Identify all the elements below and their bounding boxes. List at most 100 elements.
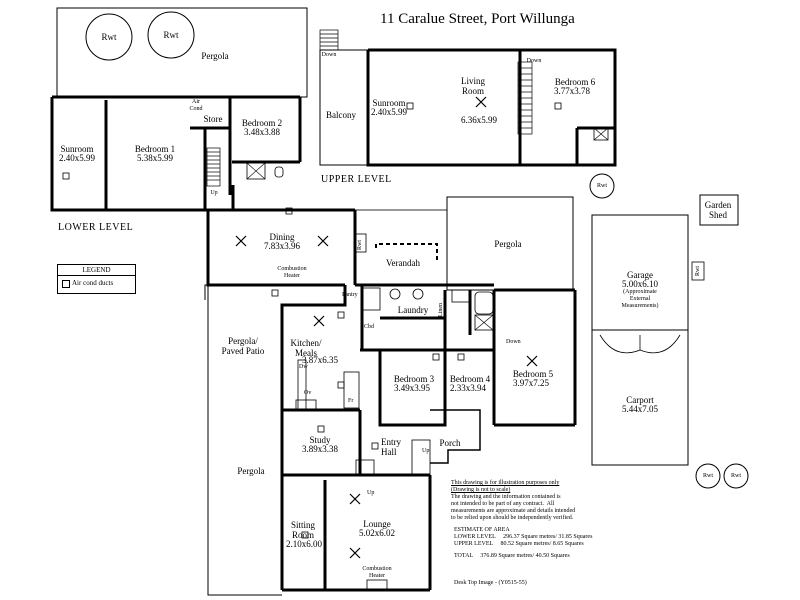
stairs-lower — [206, 147, 221, 187]
laundry-label: Laundry — [397, 305, 429, 315]
porch-label: Porch — [439, 438, 461, 448]
combustion-heater-label: Combustion Heater — [362, 566, 392, 579]
entry-hall-label: Entry Hall — [381, 437, 401, 457]
fan-icon — [349, 547, 361, 559]
store-label: Store — [203, 114, 223, 124]
air-cond-duct-icon — [301, 531, 309, 539]
pergola-patio-label: Pergola/ Paved Patio — [221, 336, 265, 356]
down-label: Down — [321, 52, 337, 58]
bedroom6-name: Bedroom 6 — [554, 77, 596, 87]
rwt-label: Rwt — [163, 30, 179, 40]
up-label: Up — [422, 448, 430, 454]
area-row-value: 296.37 Square metres/ 31.85 Squares — [503, 534, 593, 540]
area-heading: ESTIMATE OF AREA — [454, 527, 510, 533]
garage-name: Garage — [627, 270, 653, 280]
bedroom6-size: 3.77x3.78 — [554, 86, 590, 96]
area-row-label: TOTAL — [454, 553, 473, 559]
disclaimer-note: The drawing and the information containe… — [451, 494, 576, 521]
sitting-room-name: Sitting Room — [290, 520, 316, 540]
legend-divider — [58, 275, 135, 276]
wall-bedroom1-block — [50, 97, 208, 212]
bedroom1-name: Bedroom 1 — [134, 144, 176, 154]
air-cond-duct-icon — [554, 102, 562, 110]
rwt-tank-2 — [147, 11, 195, 59]
living-room-name: Living Room — [461, 76, 485, 96]
area-row-label: LOWER LEVEL — [454, 534, 496, 540]
sunroom-upper-name: Sunroom — [372, 98, 406, 108]
air-cond-duct-icon — [337, 381, 345, 389]
lounge-size: 5.02x6.02 — [359, 528, 395, 538]
up-label: Up — [367, 490, 375, 496]
air-cond-duct-icon — [406, 102, 414, 110]
garden-shed-label: Garden Shed — [704, 200, 732, 220]
footer-note: Desk Top Image - (Y0515-55) — [454, 580, 527, 586]
bedroom4-size: 2.33x3.94 — [450, 383, 486, 393]
bedroom3-size: 3.49x3.95 — [394, 383, 430, 393]
rwt-label: Rwt — [730, 473, 742, 479]
study-name: Study — [309, 435, 331, 445]
bedroom5-size: 3.97x7.25 — [513, 378, 549, 388]
sitting-room-size: 2.10x6.00 — [286, 539, 322, 549]
lower-level-label: LOWER LEVEL — [58, 222, 134, 233]
air-cond-duct-icon — [432, 353, 440, 361]
stairs-living — [517, 61, 533, 135]
legend-title: LEGEND — [82, 266, 111, 274]
carport-name: Carport — [626, 395, 654, 405]
garden-shed — [699, 194, 739, 226]
stairs-balcony — [319, 29, 339, 51]
pantry-label: Pantry — [342, 292, 358, 298]
upper-level-label: UPPER LEVEL — [321, 174, 392, 185]
rwt-label: Rwt — [695, 265, 701, 276]
fan-icon — [317, 235, 329, 247]
air-cond-duct-icon — [457, 353, 465, 361]
dining-name: Dining — [269, 232, 295, 242]
bedroom3-name: Bedroom 3 — [393, 374, 435, 384]
balcony — [319, 49, 369, 166]
air-cond-duct-icon — [62, 172, 70, 180]
sunroom-lower-name: Sunroom — [60, 144, 94, 154]
air-cond-duct-icon — [371, 442, 379, 450]
area-row-total: TOTAL 376.89 Square metres/ 40.50 Square… — [454, 553, 570, 560]
air-cond-duct-icon — [62, 280, 70, 288]
pergola-left-label: Pergola — [237, 466, 265, 476]
rwt-label: Rwt — [702, 473, 714, 479]
rwt-label: Rwt — [101, 32, 117, 42]
area-row-value: 80.52 Square metres/ 8.65 Squares — [500, 541, 584, 547]
bedroom2-size: 3.48x3.88 — [244, 127, 280, 137]
garage-note: (Approximate External Measurements) — [621, 289, 659, 309]
carport-size: 5.44x7.05 — [622, 404, 658, 414]
rwt-label: Rwt — [596, 183, 608, 189]
rwt-tank-1 — [85, 13, 133, 61]
bedroom2-name: Bedroom 2 — [241, 118, 283, 128]
fan-icon — [349, 493, 361, 505]
ov-label: Ov — [304, 390, 312, 396]
bedroom5-name: Bedroom 5 — [512, 369, 554, 379]
dining-size: 7.83x3.96 — [264, 241, 300, 251]
kitchen-name: Kitchen/ Meals — [290, 338, 322, 358]
air-cond-duct-icon — [271, 289, 279, 297]
pergola-mid — [446, 196, 574, 291]
kitchen-size: 3.87x6.35 — [302, 355, 338, 365]
verandah-label: Verandah — [386, 258, 420, 268]
down-label: Down — [506, 339, 521, 345]
outer-pergola-top — [56, 7, 308, 98]
lounge-name: Lounge — [363, 519, 391, 529]
legend-item: Air cond ducts — [72, 279, 114, 287]
study-size: 3.89x3.38 — [302, 444, 338, 454]
pergola-top-label: Pergola — [201, 51, 229, 61]
sunroom-upper-size: 2.40x5.99 — [371, 107, 407, 117]
up-label: Up — [210, 190, 218, 196]
bedroom1-size: 5.38x5.99 — [137, 153, 173, 163]
area-row-upper: UPPER LEVEL 80.52 Square metres/ 8.65 Sq… — [454, 541, 584, 548]
air-cond-label: Air Cond — [189, 99, 203, 112]
fan-icon — [475, 96, 487, 108]
plan-title: 11 Caralue Street, Port Willunga — [380, 11, 575, 27]
linen-label: Linen — [438, 303, 444, 317]
pergola-mid-label: Pergola — [494, 239, 522, 249]
sunroom-lower-size: 2.40x5.99 — [59, 153, 95, 163]
illustration-note: This drawing is for illustration purpose… — [451, 480, 560, 486]
fr-label: Fr — [348, 398, 354, 404]
area-row-lower: LOWER LEVEL 296.37 Square metres/ 31.85 … — [454, 534, 592, 541]
area-row-value: 376.89 Square metres/ 40.50 Squares — [480, 553, 570, 559]
